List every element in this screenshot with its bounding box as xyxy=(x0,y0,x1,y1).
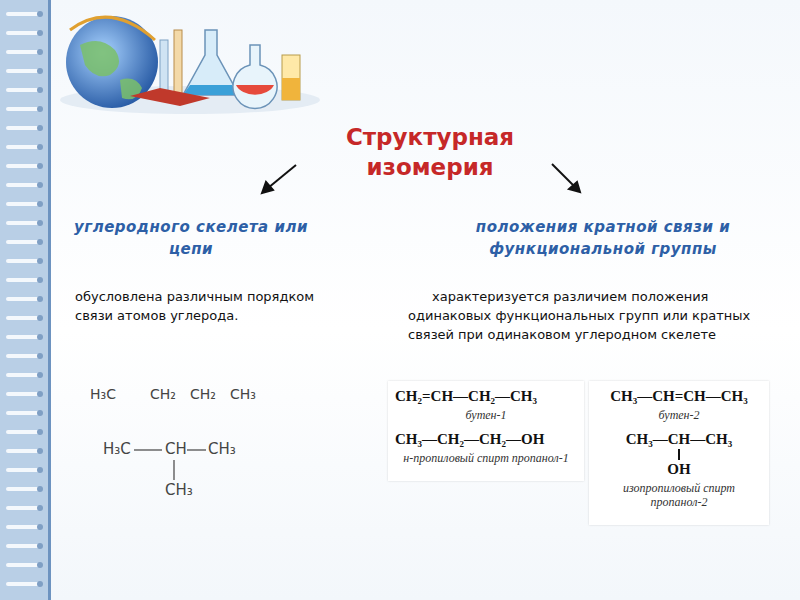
description: характеризуется различием положения один… xyxy=(408,287,753,344)
binder-rings xyxy=(0,0,50,600)
formula-group: CH₃ xyxy=(165,481,193,499)
formula-group: CH xyxy=(165,440,187,458)
branch-heading: положения кратной связи и функциональной… xyxy=(428,216,778,260)
compound-name: бутен-1 xyxy=(395,408,577,422)
compound-name: изопропиловый спирт пропанол-2 xyxy=(596,481,762,509)
bond-line xyxy=(678,449,680,460)
compound-name: бутен-2 xyxy=(596,408,762,422)
formula-group: CH₂ xyxy=(190,386,216,402)
structural-formula: CH₂=CH—CH₂—CH₃ xyxy=(395,387,577,406)
description: обусловлена различным порядком связи ато… xyxy=(75,287,320,325)
formula-group: CH₃ xyxy=(208,440,236,458)
formula-panel: CH₂=CH—CH₂—CH₃ бутен-1CH₃—CH₂—CH₂—OH н-про… xyxy=(388,381,584,481)
formula-group: H₃C xyxy=(90,386,116,402)
formula-group: CH₂ xyxy=(150,386,176,402)
structural-formula: CH₃—CH₂—CH₂—OH xyxy=(395,430,577,449)
branch-heading: углеродного скелета или цепи xyxy=(60,216,322,260)
title: Структурная изомерия xyxy=(320,122,540,182)
structural-formula: CH₃—CH=CH—CH₃ xyxy=(596,387,762,406)
lab-illustration xyxy=(60,16,320,114)
structural-formula: CH₃—CH—CH₃ xyxy=(596,430,762,449)
formula-group: CH₃ xyxy=(230,386,256,402)
compound-name: н-пропиловый спирт пропанол-1 xyxy=(395,451,577,465)
structural-formula: OH xyxy=(596,460,762,479)
formula-panel: CH₃—CH=CH—CH₃ бутен-2CH₃—CH—CH₃ OH изопропи… xyxy=(589,381,769,525)
formula-group: H₃C xyxy=(103,440,131,458)
